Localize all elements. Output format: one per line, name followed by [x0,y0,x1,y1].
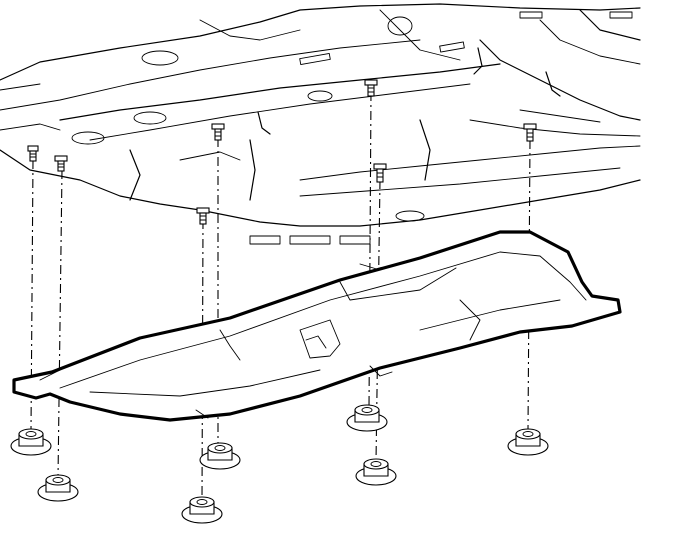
bolt-4 [196,207,210,225]
bolt-6 [373,163,387,183]
vehicle-underbody [0,3,641,245]
upper-fasteners [27,79,537,225]
nut-3 [199,442,241,470]
bolt-5 [364,79,378,97]
nut-6 [355,458,397,486]
bolt-3 [211,123,225,141]
nut-5 [346,404,388,432]
nut-2 [37,474,79,502]
nut-7 [507,428,549,456]
nut-4 [181,496,223,524]
bolt-2 [54,155,68,172]
underbody-shield-panel [12,230,622,422]
bolt-7 [523,123,537,142]
bolt-1 [27,145,39,162]
lower-nuts [10,404,549,524]
nut-1 [10,428,52,456]
